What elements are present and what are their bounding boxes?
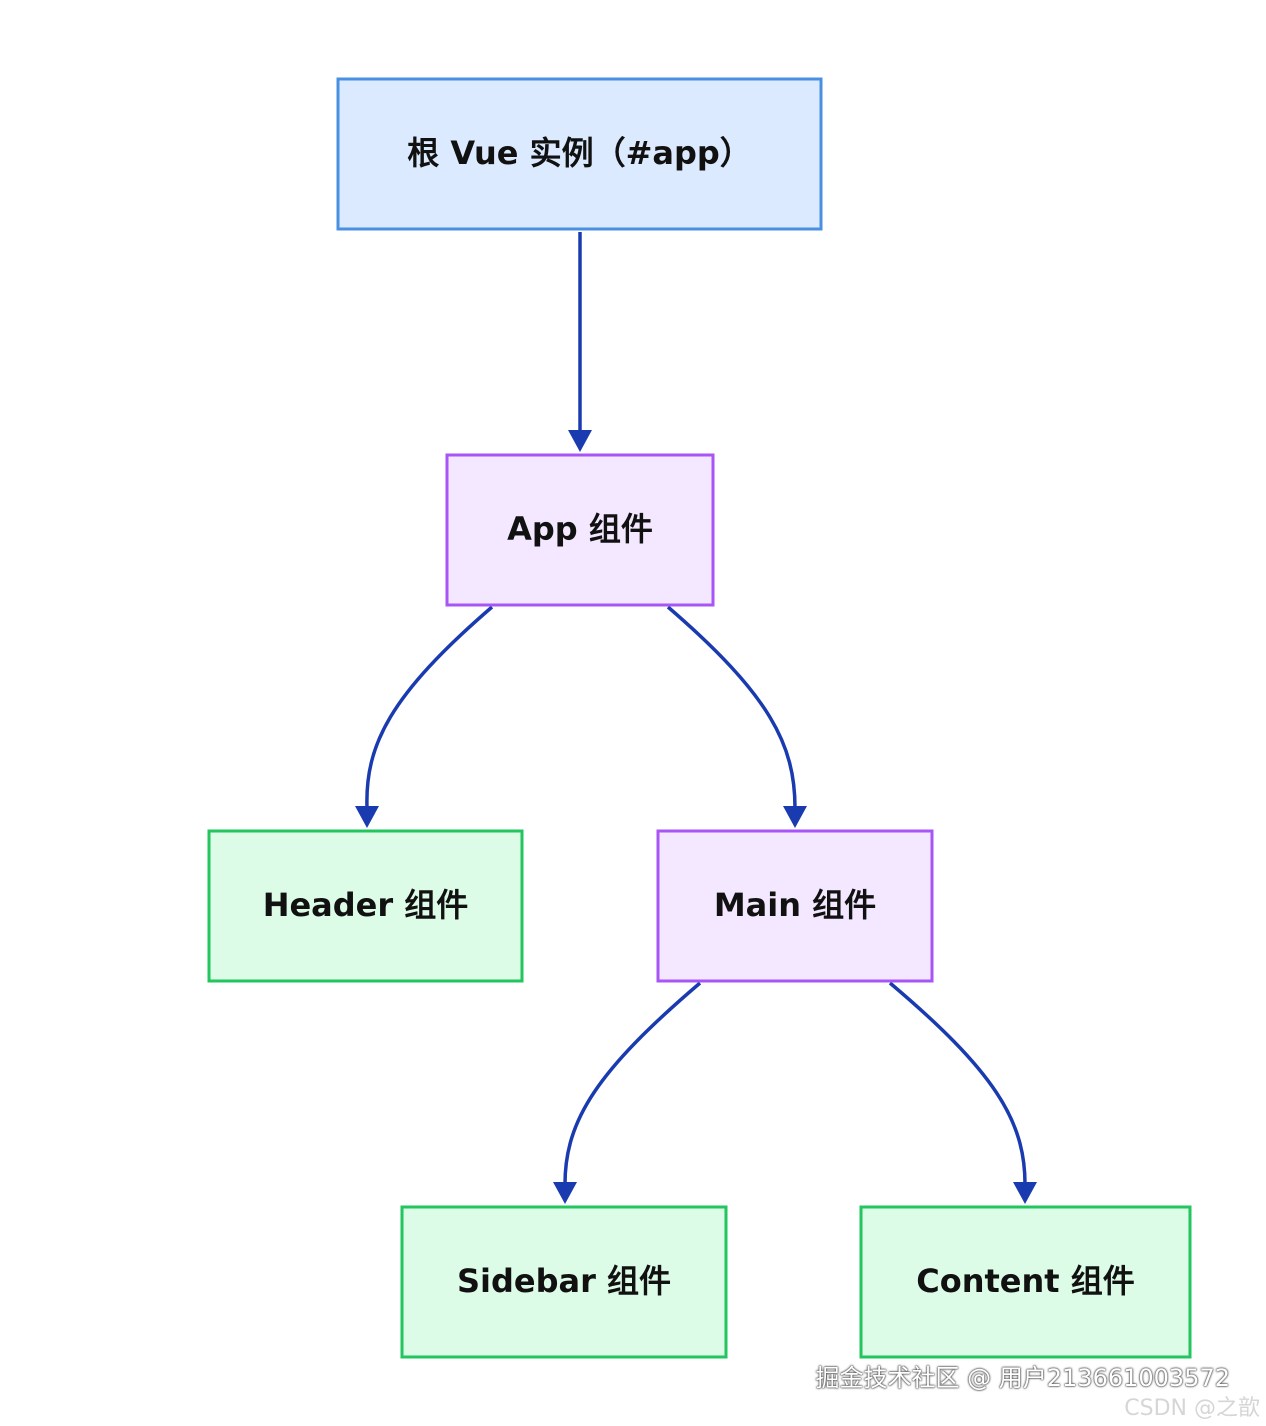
- node-box: [400, 1205, 728, 1359]
- node-box: [207, 829, 524, 983]
- node-label: Content 组件: [916, 1262, 1134, 1300]
- edge-app-main: [666, 605, 807, 828]
- node-box: [336, 77, 823, 231]
- edges-layer: [355, 232, 1037, 1204]
- arrowhead-icon: [553, 1182, 577, 1204]
- node-label: 根 Vue 实例（#app）: [407, 134, 752, 172]
- node-sidebar: Sidebar 组件: [400, 1205, 728, 1359]
- node-box: [859, 1205, 1192, 1359]
- juejin-watermark: 掘金技术社区 @ 用户213661003572: [815, 1364, 1231, 1392]
- edge-main-sidebar: [553, 981, 702, 1204]
- node-root: 根 Vue 实例（#app）: [336, 77, 823, 231]
- arrowhead-icon: [1013, 1182, 1037, 1204]
- node-box: [445, 453, 715, 607]
- edge-line: [563, 981, 702, 1185]
- nodes-layer: 根 Vue 实例（#app） App 组件 Header 组件 Main 组件 Side…: [207, 77, 1192, 1359]
- arrowhead-icon: [355, 806, 379, 828]
- arrowhead-icon: [783, 806, 807, 828]
- node-label: Main 组件: [714, 886, 876, 924]
- node-label: Sidebar 组件: [457, 1262, 671, 1300]
- node-header: Header 组件: [207, 829, 524, 983]
- edge-line: [666, 605, 797, 809]
- arrowhead-icon: [568, 430, 592, 452]
- node-main: Main 组件: [656, 829, 934, 983]
- edge-root-app: [568, 232, 592, 452]
- node-box: [656, 829, 934, 983]
- node-app: App 组件: [445, 453, 715, 607]
- node-label: App 组件: [507, 510, 653, 548]
- node-label: Header 组件: [263, 886, 469, 924]
- edge-main-content: [888, 981, 1037, 1204]
- csdn-watermark: CSDN @之歆: [1124, 1396, 1260, 1421]
- edge-line: [888, 981, 1027, 1185]
- edge-app-header: [355, 605, 494, 828]
- node-content: Content 组件: [859, 1205, 1192, 1359]
- edge-line: [365, 605, 494, 809]
